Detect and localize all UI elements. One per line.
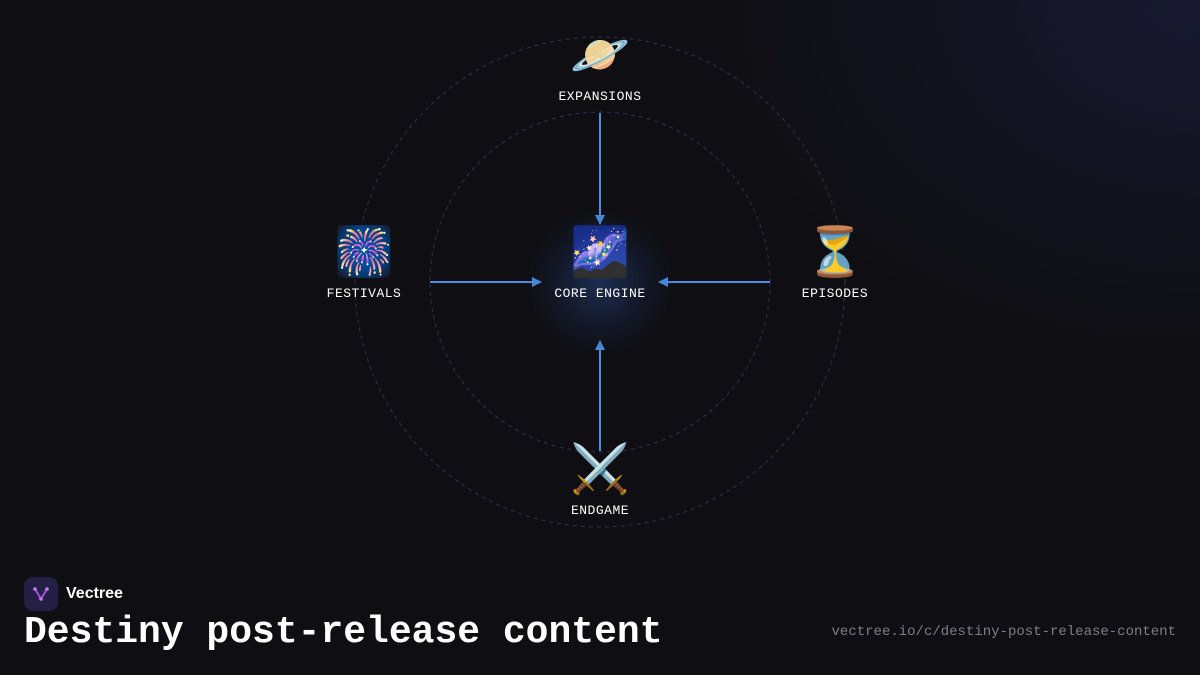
- page-title: Destiny post-release content: [24, 611, 663, 654]
- endgame-label: ENDGAME: [570, 503, 630, 518]
- core-engine-label: CORE ENGINE: [554, 286, 646, 301]
- outer-orbit: [354, 36, 846, 528]
- milky-way-icon: 🌌: [570, 229, 630, 283]
- festivals-label: FESTIVALS: [326, 286, 402, 301]
- expansions-label: EXPANSIONS: [558, 89, 642, 104]
- core-glow: [528, 210, 672, 354]
- node-festivals: 🎆 FESTIVALS: [284, 228, 444, 301]
- crossed-swords-icon: ⚔️: [570, 446, 630, 500]
- page-url[interactable]: vectree.io/c/destiny-post-release-conten…: [831, 624, 1176, 640]
- node-core-engine: 🌌 CORE ENGINE: [520, 228, 680, 301]
- episodes-label: EPISODES: [801, 286, 869, 301]
- hourglass-icon: ⏳: [805, 229, 865, 283]
- ringed-planet-icon: 🪐: [570, 32, 630, 86]
- node-episodes: ⏳ EPISODES: [755, 228, 915, 301]
- brand-name: Vectree: [66, 585, 123, 602]
- fireworks-icon: 🎆: [334, 229, 394, 283]
- node-endgame: ⚔️ ENDGAME: [520, 445, 680, 518]
- brand: Vectree: [24, 577, 123, 611]
- vectree-logo-icon: [24, 577, 58, 611]
- node-expansions: 🪐 EXPANSIONS: [520, 31, 680, 104]
